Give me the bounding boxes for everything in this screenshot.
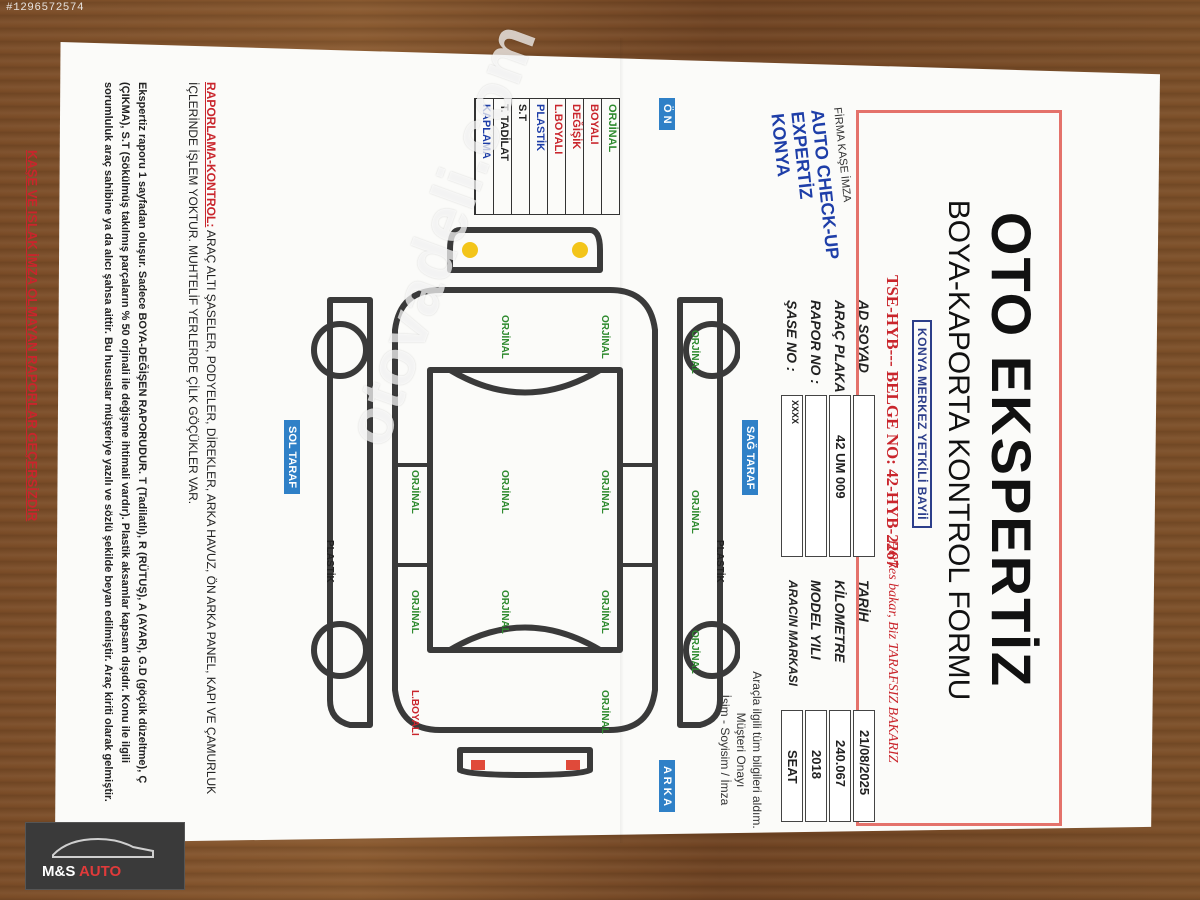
company-stamp: FİRMA KAŞE İMZA AUTO CHECK-UP EXPERTİZ K… xyxy=(767,106,862,264)
form-title: BOYA-KAPORTA KONTROL FORMU xyxy=(942,199,975,701)
part-door-fr: ORJİNAL xyxy=(599,470,610,514)
label-kilometre: KİLOMETRE xyxy=(832,580,848,663)
right-side-outline xyxy=(677,297,723,728)
legend-lboyali: L.BOYALI xyxy=(547,99,565,214)
logo-brand-b: AUTO xyxy=(75,863,122,880)
rear-windshield xyxy=(448,624,602,653)
logo-text: M&S AUTO xyxy=(42,863,121,880)
part-door-rr: ORJİNAL xyxy=(599,590,610,634)
part-plastic-right: PLASTİK xyxy=(714,540,725,583)
legend-orjinal: ORJİNAL xyxy=(601,99,619,214)
approval-line-1: Araçla ilgili tüm bilgileri aldım. xyxy=(750,671,764,829)
inspection-paper xyxy=(55,42,1160,843)
rear-bumper-outline xyxy=(457,747,593,778)
belge-number: TSE-HYB--- BELGE NO: 42-HYB-2267 xyxy=(883,275,902,569)
left-side-outline xyxy=(327,297,373,728)
taillight-left xyxy=(566,760,580,770)
part-fender-rr: ORJİNAL xyxy=(599,690,610,734)
left-side-label: SOL TARAF xyxy=(284,420,300,494)
part-plastic-left: PLASTİK xyxy=(324,540,335,583)
taillight-right xyxy=(471,760,485,770)
car-body-outline xyxy=(392,287,658,733)
part-hood: ORJİNAL xyxy=(689,330,700,374)
wheel-rear-left xyxy=(311,621,369,679)
part-fender-fl: ORJİNAL xyxy=(499,315,510,359)
car-diagram xyxy=(311,227,740,778)
arac-plaka-value: 42 UM 009 xyxy=(833,435,848,499)
label-sase-no: ŞASE NO : xyxy=(784,300,800,372)
slogan: Herkes bakar, Biz TARAFSIZ BAKARIZ xyxy=(885,540,900,763)
part-door-fl: ORJİNAL xyxy=(499,470,510,514)
label-arac-plaka: ARAÇ PLAKA xyxy=(832,300,848,393)
car-silhouette-icon xyxy=(52,837,154,858)
photo-id: #1296572574 xyxy=(6,2,85,14)
legend-degisik: DEĞİŞİK xyxy=(565,99,583,214)
tarih-value: 21/08/2025 xyxy=(857,730,872,796)
wheel-front-right xyxy=(683,321,740,379)
notes-heading: RAPORLAMA-KONTROL: xyxy=(204,82,218,228)
company-title: OTO EKSPERTİZ xyxy=(980,211,1043,689)
headlight-left xyxy=(572,242,588,258)
disclaimer: Ekspertiz raporu 1 sayfadan oluşur. Sade… xyxy=(102,82,148,802)
kilometre-value: 240.067 xyxy=(833,740,848,787)
rapor-no-box xyxy=(805,395,827,557)
logo-brand-a: M&S xyxy=(42,863,76,880)
front-label: Ö N xyxy=(659,98,675,130)
label-rapor-no: RAPOR NO : xyxy=(808,300,824,384)
dealer-logo: M&S AUTO xyxy=(25,822,185,890)
label-tarih: TARİH xyxy=(856,580,872,622)
front-windshield xyxy=(448,367,602,396)
arac-markasi-value: SEAT xyxy=(785,750,800,784)
model-yili-value: 2018 xyxy=(809,750,824,779)
label-ad-soyad: AD SOYAD xyxy=(856,300,872,373)
part-lboyali: L.BOYALI xyxy=(409,690,420,736)
part-roof: ORJİNAL xyxy=(689,490,700,534)
wheel-front-left xyxy=(311,321,369,379)
right-side-label: SAĞ TARAF xyxy=(742,420,758,496)
ad-soyad-box xyxy=(853,395,875,557)
inspection-form: OTO EKSPERTİZ BOYA-KAPORTA KONTROL FORMU… xyxy=(0,70,1080,830)
part-quarter-left: ORJİNAL xyxy=(409,590,420,634)
legend-boyali: BOYALI xyxy=(583,99,601,214)
part-door-rl: ORJİNAL xyxy=(499,590,510,634)
wheel-rear-right xyxy=(683,621,740,679)
part-fender-fr: ORJİNAL xyxy=(599,315,610,359)
headlight-right xyxy=(462,242,478,258)
label-model-yili: MODEL YILI xyxy=(808,580,824,660)
dealer-badge: KONYA MERKEZ YETKİLİ BAYİİ xyxy=(912,320,932,529)
part-sill-left: ORJİNAL xyxy=(409,470,420,514)
car-roof-outline xyxy=(427,367,623,653)
label-arac-markasi: ARACIN MARKASI xyxy=(786,580,800,686)
legend-plastik: PLASTİK xyxy=(529,99,547,214)
footer-warning: KAŞE VE ISLAK İMZA OLMAYAN RAPORLAR GEÇE… xyxy=(25,150,40,522)
part-trunk: ORJİNAL xyxy=(689,630,700,674)
front-bumper-outline xyxy=(447,227,603,273)
report-notes: RAPORLAMA-KONTROL: ARAÇ ALTI ŞASELER, PO… xyxy=(184,82,220,802)
sase-no-value: XXXX xyxy=(790,400,800,425)
